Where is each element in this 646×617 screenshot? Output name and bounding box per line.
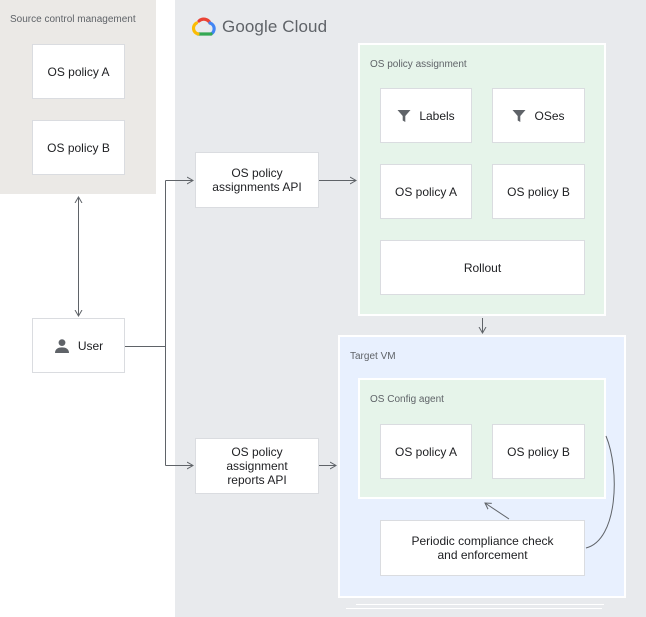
vm-os-policy-a: OS policy A [380,424,472,479]
os-policy-assignment-title: OS policy assignment [370,59,467,70]
assignments-api-label: OS policy assignments API [212,166,302,194]
google-cloud-logo: Google Cloud [190,14,327,40]
scm-os-policy-b: OS policy B [32,120,125,175]
vm-os-policy-b: OS policy B [492,424,585,479]
person-icon [54,338,69,353]
rollout-box: Rollout [380,240,585,295]
scm-title: Source control management [10,14,136,25]
assignment-os-policy-a-label: OS policy A [394,184,458,199]
periodic-compliance-box: Periodic compliance check and enforcemen… [380,520,585,576]
scm-os-policy-a: OS policy A [32,44,125,99]
os-policy-assignment-reports-api: OS policy assignment reports API [195,438,319,494]
oses-filter: OSes [492,88,585,143]
vm-stack-line-2 [356,604,604,605]
rollout-label: Rollout [463,260,502,275]
scm-os-policy-a-label: OS policy A [47,64,110,79]
vm-os-policy-a-label: OS policy A [394,444,458,459]
os-policy-assignments-api: OS policy assignments API [195,152,319,208]
vm-os-policy-b-label: OS policy B [507,444,570,459]
assignment-os-policy-b-label: OS policy B [507,184,570,199]
oses-label: OSes [534,108,565,123]
google-cloud-brand: Google Cloud [222,17,328,36]
user-label: User [77,338,104,353]
filter-icon [512,109,526,122]
vm-stack-line-1 [346,608,602,609]
periodic-compliance-label: Periodic compliance check and enforcemen… [411,534,554,562]
filter-icon [397,109,411,122]
scm-os-policy-b-label: OS policy B [47,140,110,155]
user-node: User [32,318,125,373]
os-config-agent-title: OS Config agent [370,394,444,405]
labels-filter: Labels [380,88,472,143]
assignment-os-policy-b: OS policy B [492,164,585,219]
target-vm-title: Target VM [350,351,396,362]
google-cloud-icon [191,17,216,36]
labels-label: Labels [419,108,455,123]
reports-api-label: OS policy assignment reports API [226,445,288,487]
assignment-os-policy-a: OS policy A [380,164,472,219]
